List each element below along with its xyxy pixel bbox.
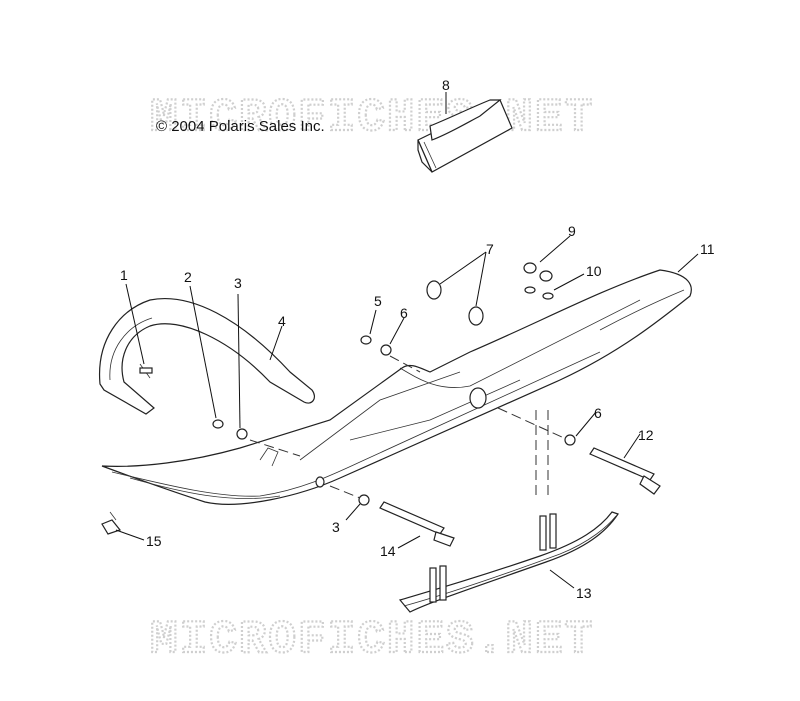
callout-7: 7 [486,241,494,257]
callout-14: 14 [380,543,396,559]
callout-3: 3 [234,275,242,291]
watermark-bottom: MICROFICHES.NET [150,614,594,666]
callout-9: 9 [568,223,576,239]
hardware-items [101,262,661,547]
callout-10: 10 [586,263,602,279]
callout-1: 1 [120,267,128,283]
callout-5: 5 [374,293,382,309]
callout-11: 11 [700,241,715,257]
ski-body-part [101,269,692,505]
callout-13: 13 [576,585,592,601]
callout-4: 4 [278,313,286,329]
carbide-runner-part [398,511,619,613]
callout-3b: 3 [332,519,340,535]
callout-12: 12 [638,427,654,443]
copyright-text: © 2004 Polaris Sales Inc. [156,118,325,135]
callout-6b: 6 [594,405,602,421]
watermark-top: MICROFICHES.NET [150,92,594,144]
ski-pad-part [417,99,513,173]
callout-2: 2 [184,269,192,285]
callout-8: 8 [442,77,450,93]
callout-6: 6 [400,305,408,321]
callout-15: 15 [146,533,162,549]
callout-lines [115,92,699,589]
